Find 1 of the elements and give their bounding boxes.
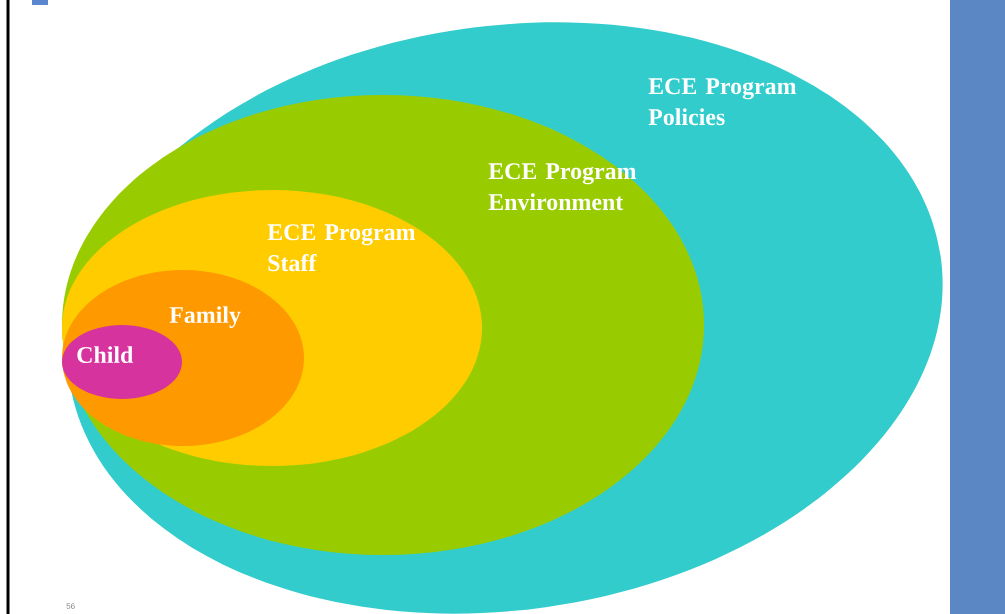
ellipse-region: Child (62, 325, 182, 399)
